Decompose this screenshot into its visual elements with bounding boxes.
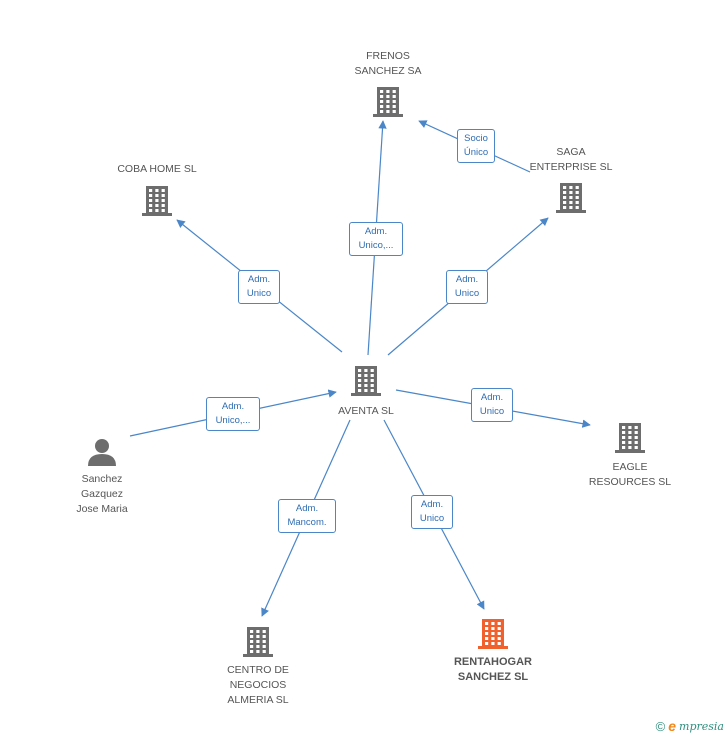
node-label-coba[interactable]: COBA HOME SL: [117, 163, 197, 175]
building-icon[interactable]: [373, 87, 403, 117]
edge-label-aventa-to-eagle[interactable]: Adm. Unico: [471, 388, 513, 422]
building-icon[interactable]: [142, 186, 172, 216]
building-icon[interactable]: [351, 366, 381, 396]
edge-label-saga-to-frenos[interactable]: Socio Único: [457, 129, 495, 163]
node-label-frenos[interactable]: FRENOS SANCHEZ SA: [354, 50, 422, 77]
brand-logo-text: mpresia: [679, 719, 724, 733]
building-icon[interactable]: [478, 619, 508, 649]
edge-label-aventa-to-coba[interactable]: Adm. Unico: [238, 270, 280, 304]
building-icon[interactable]: [615, 423, 645, 453]
edge-label-aventa-to-rentahogar[interactable]: Adm. Unico: [411, 495, 453, 529]
node-label-rentahogar[interactable]: RENTAHOGAR SANCHEZ SL: [453, 656, 532, 683]
edge-label-aventa-to-centro[interactable]: Adm. Mancom.: [278, 499, 336, 533]
node-label-sanchez[interactable]: Sanchez Gazquez Jose Maria: [76, 473, 128, 515]
node-label-centro[interactable]: CENTRO DE NEGOCIOS ALMERIA SL: [227, 664, 289, 706]
person-icon[interactable]: [88, 439, 116, 466]
node-label-aventa[interactable]: AVENTA SL: [338, 405, 394, 417]
node-label-eagle[interactable]: EAGLE RESOURCES SL: [588, 461, 672, 488]
node-label-saga[interactable]: SAGA ENTERPRISE SL: [529, 146, 613, 173]
edge-label-sanchez-to-aventa[interactable]: Adm. Unico,...: [206, 397, 260, 431]
copyright-icon: ©: [655, 718, 666, 734]
edge-label-aventa-to-saga[interactable]: Adm. Unico: [446, 270, 488, 304]
building-icon[interactable]: [556, 183, 586, 213]
edge-label-aventa-to-frenos[interactable]: Adm. Unico,...: [349, 222, 403, 256]
brand-logo-initial: e: [668, 718, 677, 734]
building-icon[interactable]: [243, 627, 273, 657]
